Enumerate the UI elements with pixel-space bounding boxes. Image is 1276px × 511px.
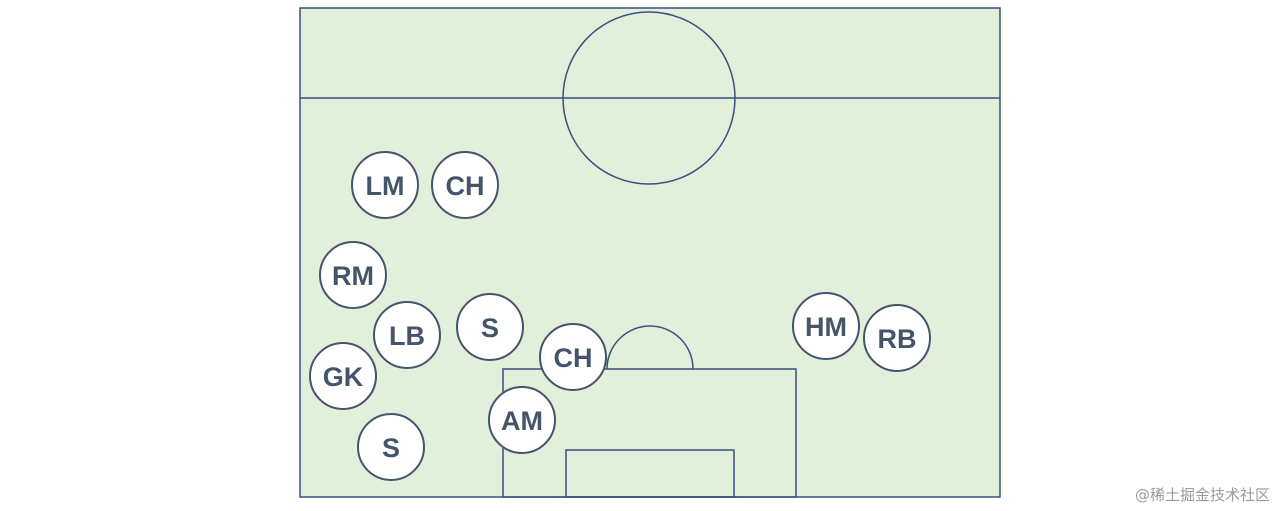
- player-circle: [863, 304, 931, 372]
- player-label: S: [382, 433, 400, 463]
- player-marker-gk: GK: [309, 342, 377, 410]
- player-circle: [456, 293, 524, 361]
- player-circle: [309, 342, 377, 410]
- player-marker-rb: RB: [863, 304, 931, 372]
- player-label: LB: [389, 321, 425, 351]
- center-circle: [562, 11, 736, 185]
- player-label: CH: [554, 343, 593, 373]
- player-circle: [319, 241, 387, 309]
- goal-area: [565, 449, 735, 498]
- player-circle: [431, 151, 499, 219]
- player-circle: [373, 301, 441, 369]
- player-marker-s-mid: S: [456, 293, 524, 361]
- player-marker-rm: RM: [319, 241, 387, 309]
- player-label: GK: [323, 362, 364, 392]
- player-label: LM: [366, 171, 405, 201]
- player-label: HM: [805, 312, 847, 342]
- player-marker-s-bottom: S: [357, 413, 425, 481]
- player-circle: [792, 292, 860, 360]
- player-marker-lb: LB: [373, 301, 441, 369]
- player-label: RB: [878, 324, 917, 354]
- player-marker-hm: HM: [792, 292, 860, 360]
- player-label: RM: [332, 261, 374, 291]
- player-marker-ch-box: CH: [539, 323, 607, 391]
- player-marker-am: AM: [488, 386, 556, 454]
- player-label: S: [481, 313, 499, 343]
- player-marker-lm: LM: [351, 151, 419, 219]
- player-markers: LM CH RM LB S CH GK AM S HM RB: [309, 151, 931, 481]
- player-circle: [357, 413, 425, 481]
- player-marker-ch-top: CH: [431, 151, 499, 219]
- penalty-arc: [606, 325, 694, 370]
- player-circle: [488, 386, 556, 454]
- player-label: CH: [446, 171, 485, 201]
- pitch-field: [299, 7, 1001, 498]
- player-circle: [351, 151, 419, 219]
- player-circle: [539, 323, 607, 391]
- watermark-text: @稀土掘金技术社区: [1134, 486, 1270, 504]
- player-label: AM: [501, 406, 543, 436]
